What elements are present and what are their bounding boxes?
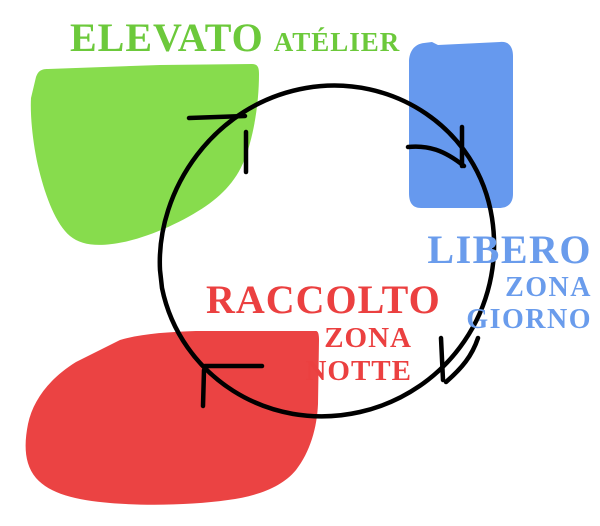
arrowhead-bottom-right — [438, 335, 481, 385]
arrowhead-right — [405, 124, 467, 169]
label-raccolto-main: RACCOLTO — [206, 277, 441, 322]
circular-flow-arrow — [157, 83, 497, 419]
label-raccolto-sub-line1: ZONA — [324, 322, 412, 354]
label-libero-sub-line2: GIORNO — [466, 304, 592, 335]
label-libero-main: LIBERO — [427, 227, 592, 272]
label-libero-sub-line1: ZONA — [505, 272, 592, 303]
label-raccolto: RACCOLTO ZONA NOTTE — [206, 277, 441, 387]
label-elevato-sub: ATÉLIER — [273, 27, 401, 57]
arrowhead-top-left — [186, 113, 249, 175]
label-elevato: ELEVATO ATÉLIER — [70, 18, 400, 58]
blue-rounded-rect-shape — [409, 41, 513, 208]
green-blob-shape — [30, 64, 259, 245]
label-elevato-main: ELEVATO — [70, 15, 264, 60]
label-libero: LIBERO ZONA GIORNO — [427, 230, 592, 334]
arrowhead-left — [200, 363, 265, 409]
red-blob-shape — [25, 331, 319, 505]
label-raccolto-sub-line2: NOTTE — [305, 355, 412, 387]
